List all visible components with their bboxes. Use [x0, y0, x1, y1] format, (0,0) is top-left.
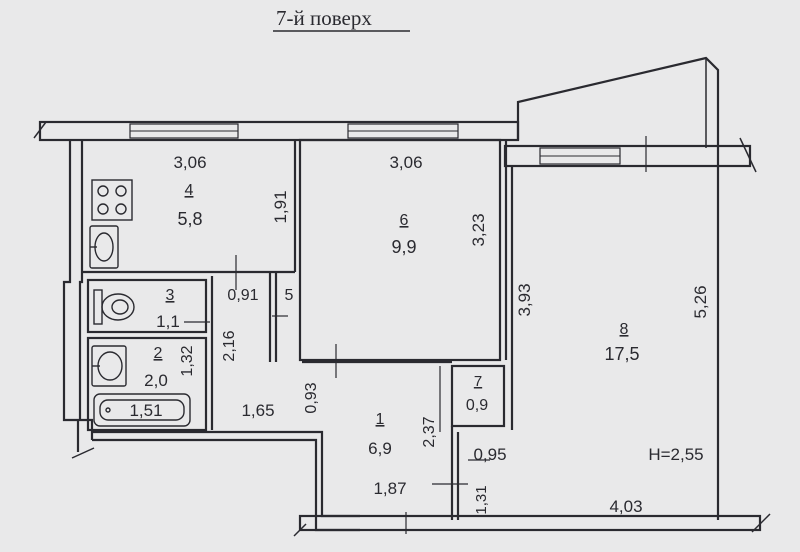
dim-niche-depth: 1,31	[473, 485, 490, 514]
dim-wc-width: 0,91	[227, 287, 258, 304]
dim-hall1-depth: 2,37	[421, 416, 438, 447]
bottom-door-gap	[360, 516, 430, 530]
dim-room6-depth: 3,23	[469, 213, 488, 246]
room2-number: 2	[154, 345, 163, 362]
dim-bath-depth: 1,32	[179, 345, 196, 376]
break-mark-bottom-left	[71, 447, 95, 459]
sink-icon	[89, 225, 119, 269]
dim-room8-width: 4,03	[609, 497, 642, 516]
room4-number: 4	[185, 182, 194, 199]
room3-area: 1,1	[156, 312, 180, 331]
dim-wall-stub: 5	[285, 287, 294, 304]
closet7	[450, 364, 506, 428]
break-mark-bottom-right	[751, 513, 771, 533]
dim-room8-depth-left: 3,93	[515, 283, 534, 316]
bottom-wall	[298, 514, 762, 532]
dim-hall-width: 1,65	[241, 401, 274, 420]
break-mark-bottom-mid	[293, 523, 307, 537]
stove-icon	[91, 179, 133, 221]
dim-hall1-width: 1,87	[373, 479, 406, 498]
room1-area: 6,9	[368, 439, 392, 458]
bathtub-icon	[93, 393, 191, 427]
dim-room6-width: 3,06	[389, 153, 422, 172]
washbasin-icon	[91, 345, 127, 387]
room7-area: 0,9	[466, 397, 488, 414]
room4-area: 5,8	[177, 209, 202, 229]
break-mark-right	[739, 137, 757, 173]
dim-corridor-length: 2,16	[221, 330, 238, 361]
ceiling-height: H=2,55	[648, 445, 703, 464]
room6-number: 6	[400, 212, 409, 229]
bath-box	[86, 336, 208, 432]
dimension-labels: 3,06 1,91 3,06 3,23 3,93 5,26 0,91 5 2,1…	[129, 153, 710, 516]
dim-kitchen-width: 3,06	[173, 153, 206, 172]
dim-bathtub-length: 1,51	[129, 401, 162, 420]
dim-kitchen-depth: 1,91	[271, 190, 290, 223]
dim-hall-depth: 0,93	[303, 382, 320, 413]
room8-area: 17,5	[604, 344, 639, 364]
wc-box	[86, 278, 208, 334]
walls	[33, 56, 771, 537]
floor-title: 7-й поверх	[276, 6, 372, 30]
room1-number: 1	[376, 411, 385, 428]
room6-outline	[298, 138, 502, 362]
room3-number: 3	[166, 287, 175, 304]
dim-closet-width: 0,95	[473, 445, 506, 464]
room2-area: 2,0	[144, 371, 168, 390]
hall-bottom-wall-inner	[92, 430, 360, 518]
room7-number: 7	[474, 373, 482, 390]
toilet-icon	[93, 289, 135, 325]
tick-marks	[184, 136, 647, 534]
room8-number: 8	[620, 321, 629, 338]
left-wall-outer	[62, 140, 80, 452]
room6-area: 9,9	[391, 237, 416, 257]
break-mark-top-left	[33, 121, 47, 139]
room-labels: 4 5,8 6 9,9 3 1,1 2 2,0 1 6,9 7 0,9 8 17…	[144, 182, 639, 458]
dim-room8-depth-right: 5,26	[691, 285, 710, 318]
left-wall-inner	[78, 140, 94, 440]
